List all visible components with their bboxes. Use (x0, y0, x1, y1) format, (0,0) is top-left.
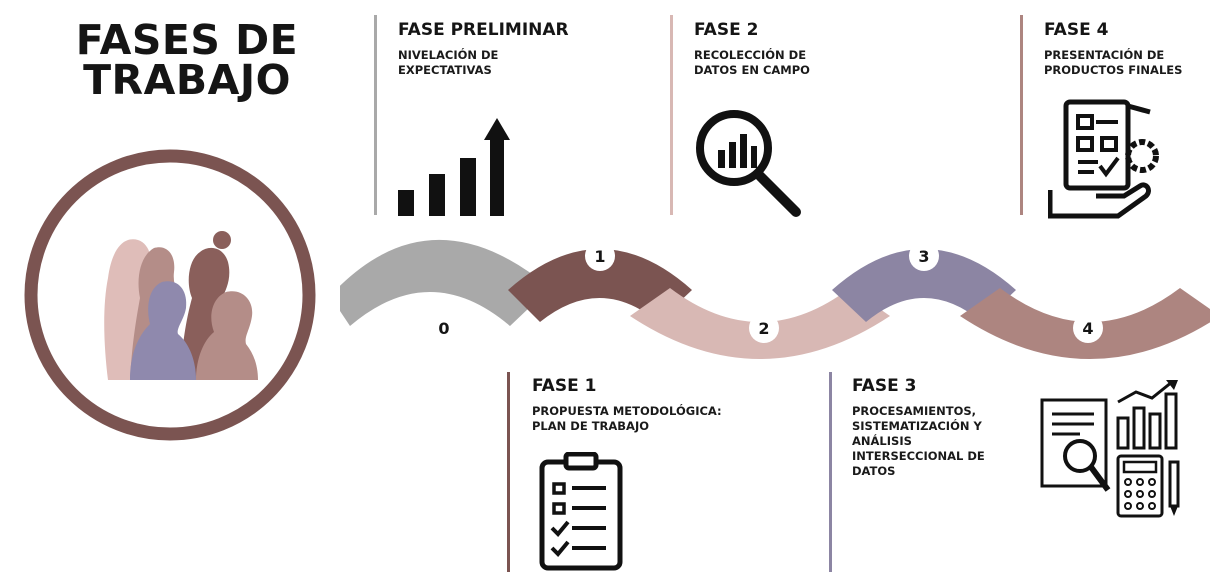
phase-subtitle: RECOLECCIÓN DE DATOS EN CAMPO (694, 48, 810, 77)
document-calculator-analysis-icon (1040, 380, 1180, 518)
divider-fase2 (670, 15, 673, 215)
document-gear-hand-icon (1048, 99, 1159, 219)
svg-text:0: 0 (438, 319, 449, 338)
phase-number-badge-2: 2 (749, 313, 779, 343)
svg-text:1: 1 (594, 247, 605, 266)
wave-segment-0 (340, 239, 550, 326)
phases-timeline-wave: 0 1 2 3 4 (340, 239, 1210, 359)
phase-title: FASE 1 (532, 376, 597, 396)
divider-preliminar (374, 15, 377, 215)
phase-1: FASE 1 PROPUESTA METODOLÓGICA: PLAN DE T… (532, 376, 792, 434)
wave-segment-1 (508, 249, 692, 322)
phase-title: FASE 2 (694, 20, 759, 40)
phase-number-badge-1: 1 (585, 241, 615, 271)
phase-subtitle: NIVELACIÓN DE EXPECTATIVAS (398, 48, 499, 77)
svg-text:4: 4 (1082, 319, 1093, 338)
women-silhouettes-icon (104, 231, 258, 380)
page-title: FASES DE TRABAJO (75, 16, 299, 104)
magnifier-chart-icon (696, 110, 801, 217)
phase-subtitle: PROCESAMIENTOS, SISTEMATIZACIÓN Y ANÁLIS… (852, 404, 985, 478)
phase-preliminar: FASE PRELIMINAR NIVELACIÓN DE EXPECTATIV… (398, 20, 638, 78)
circle-ring (24, 149, 316, 441)
svg-text:3: 3 (918, 247, 929, 266)
phase-title: FASE PRELIMINAR (398, 20, 569, 40)
divider-fase4 (1020, 15, 1023, 215)
wave-segment-3 (832, 249, 1016, 322)
phase-number-badge-4: 4 (1073, 313, 1103, 343)
phase-subtitle: PRESENTACIÓN DE PRODUCTOS FINALES (1044, 48, 1183, 77)
divider-fase1 (507, 372, 510, 572)
phase-3: FASE 3 PROCESAMIENTOS, SISTEMATIZACIÓN Y… (852, 376, 1032, 479)
phase-number-badge-0: 0 (429, 313, 459, 343)
svg-text:2: 2 (758, 319, 769, 338)
phase-4: FASE 4 PRESENTACIÓN DE PRODUCTOS FINALES (1044, 20, 1214, 78)
divider-fase3 (829, 372, 832, 572)
bar-chart-growth-icon (398, 118, 510, 216)
phase-subtitle: PROPUESTA METODOLÓGICA: PLAN DE TRABAJO (532, 404, 722, 433)
phase-title: FASE 3 (852, 376, 917, 396)
women-silhouettes-circle (24, 149, 316, 441)
clipboard-checklist-icon (539, 452, 623, 571)
phase-number-badge-3: 3 (909, 241, 939, 271)
phase-2: FASE 2 RECOLECCIÓN DE DATOS EN CAMPO (694, 20, 934, 78)
phase-title: FASE 4 (1044, 20, 1109, 40)
